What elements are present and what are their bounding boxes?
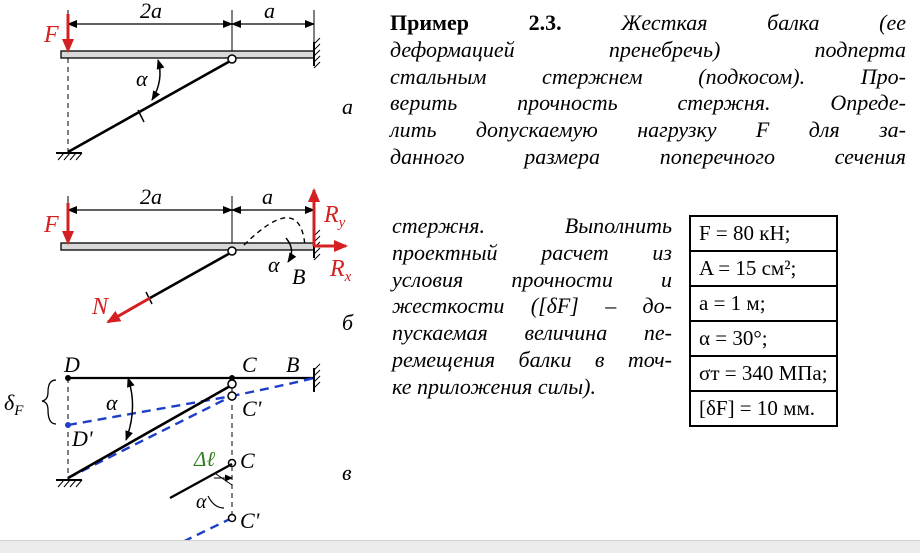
strut	[149, 250, 233, 300]
force-label: F	[43, 212, 59, 238]
strut	[67, 383, 233, 480]
narrow-line-7: ке приложения силы).	[392, 373, 596, 399]
deformed-beam	[67, 376, 315, 427]
point-d-label: D	[63, 352, 80, 377]
point-c2-prime-label: C'	[240, 508, 260, 533]
statement-line-5: лить допускаемую нагрузку F для за-	[390, 117, 906, 143]
statement-line-4: верить прочность стержня. Опреде-	[390, 90, 906, 116]
dim-2a-label: 2a	[140, 184, 162, 209]
beam	[60, 242, 315, 251]
angle-label: α	[136, 66, 148, 91]
point-c-label: C	[242, 352, 257, 377]
point-b-label: B	[292, 264, 305, 289]
given-cell: A = 15 см²;	[689, 250, 838, 287]
strut	[67, 58, 233, 154]
statement-line-6: данного размера поперечного сечения	[390, 143, 906, 169]
given-cell: σт = 340 МПа;	[689, 355, 838, 392]
given-cell: a = 1 м;	[689, 285, 838, 322]
table-row: α = 30°;	[689, 320, 838, 357]
narrow-line-3: условия прочности и	[392, 266, 672, 292]
narrow-line-2: проектный расчет из	[392, 239, 672, 265]
given-cell: α = 30°;	[689, 320, 838, 357]
example-heading: Пример 2.3.	[390, 10, 562, 35]
point-c2-label: C	[240, 448, 255, 473]
point-c-prime-label: C'	[242, 396, 262, 421]
narrow-line-5: пускаемая величина пе-	[392, 320, 672, 346]
dim-2a-label: 2a	[140, 0, 162, 23]
delta-f-label: δF	[4, 390, 24, 419]
wall-hatch	[313, 37, 321, 69]
statement-line-2: деформацией пренебречь) подперта	[390, 36, 906, 62]
delta-l-label: Δℓ	[193, 447, 215, 471]
angle-label: α	[106, 390, 118, 415]
problem-statement-narrow: стержня. Выполнить проектный расчет из у…	[392, 213, 672, 401]
given-cell: [δF] = 10 мм.	[689, 390, 838, 427]
ry-label: Ry	[323, 202, 346, 231]
figure-c: D C B C' D' δF α Δ	[4, 352, 352, 550]
table-row: a = 1 м;	[689, 285, 838, 322]
angle2-label: α	[196, 491, 207, 513]
hinge	[227, 54, 237, 64]
deformed-strut	[67, 394, 233, 480]
beam	[60, 50, 315, 59]
point-b-label: B	[286, 352, 299, 377]
figure-tag-a: а	[342, 94, 353, 119]
detail-deformed	[169, 516, 233, 550]
given-cell: F = 80 кН;	[689, 215, 838, 252]
point-d-prime-label: D'	[71, 426, 93, 451]
figure-b: 2a a F N α B Ry Rx б	[43, 184, 354, 335]
figure-tag-c: в	[342, 460, 352, 485]
detail-strut	[169, 462, 233, 500]
table-row: [δF] = 10 мм.	[689, 390, 838, 427]
table-row: A = 15 см²;	[689, 250, 838, 287]
table-row: F = 80 кН;	[689, 215, 838, 252]
given-data-table: F = 80 кН; A = 15 см²; a = 1 м; α = 30°;…	[689, 215, 838, 427]
problem-statement: Пример 2.3. Жесткая балка (ее деформацие…	[390, 10, 906, 171]
n-arrow	[106, 296, 151, 324]
dim-a-label: a	[262, 184, 273, 209]
hinge	[227, 246, 237, 256]
force-label: F	[43, 22, 59, 48]
n-label: N	[91, 294, 110, 320]
statement-line-1: Пример 2.3. Жесткая балка (ее	[390, 10, 906, 35]
angle-label: α	[268, 252, 280, 277]
bottom-bar	[0, 540, 920, 553]
dim-a-label: a	[264, 0, 275, 23]
table-row: σт = 340 МПа;	[689, 355, 838, 392]
narrow-line-4: жесткости ([δF] – до-	[392, 293, 672, 319]
figure-tag-b: б	[342, 310, 354, 335]
figure-a: 2a a F α а	[43, 0, 353, 161]
narrow-line-1: стержня. Выполнить	[392, 213, 672, 238]
narrow-line-6: ремещения балки в точ-	[392, 346, 672, 372]
rx-label: Rx	[329, 256, 352, 285]
figures-panel: 2a a F α а	[4, 0, 354, 550]
statement-line-3: стальным стержнем (подкосом). Про-	[390, 63, 906, 89]
